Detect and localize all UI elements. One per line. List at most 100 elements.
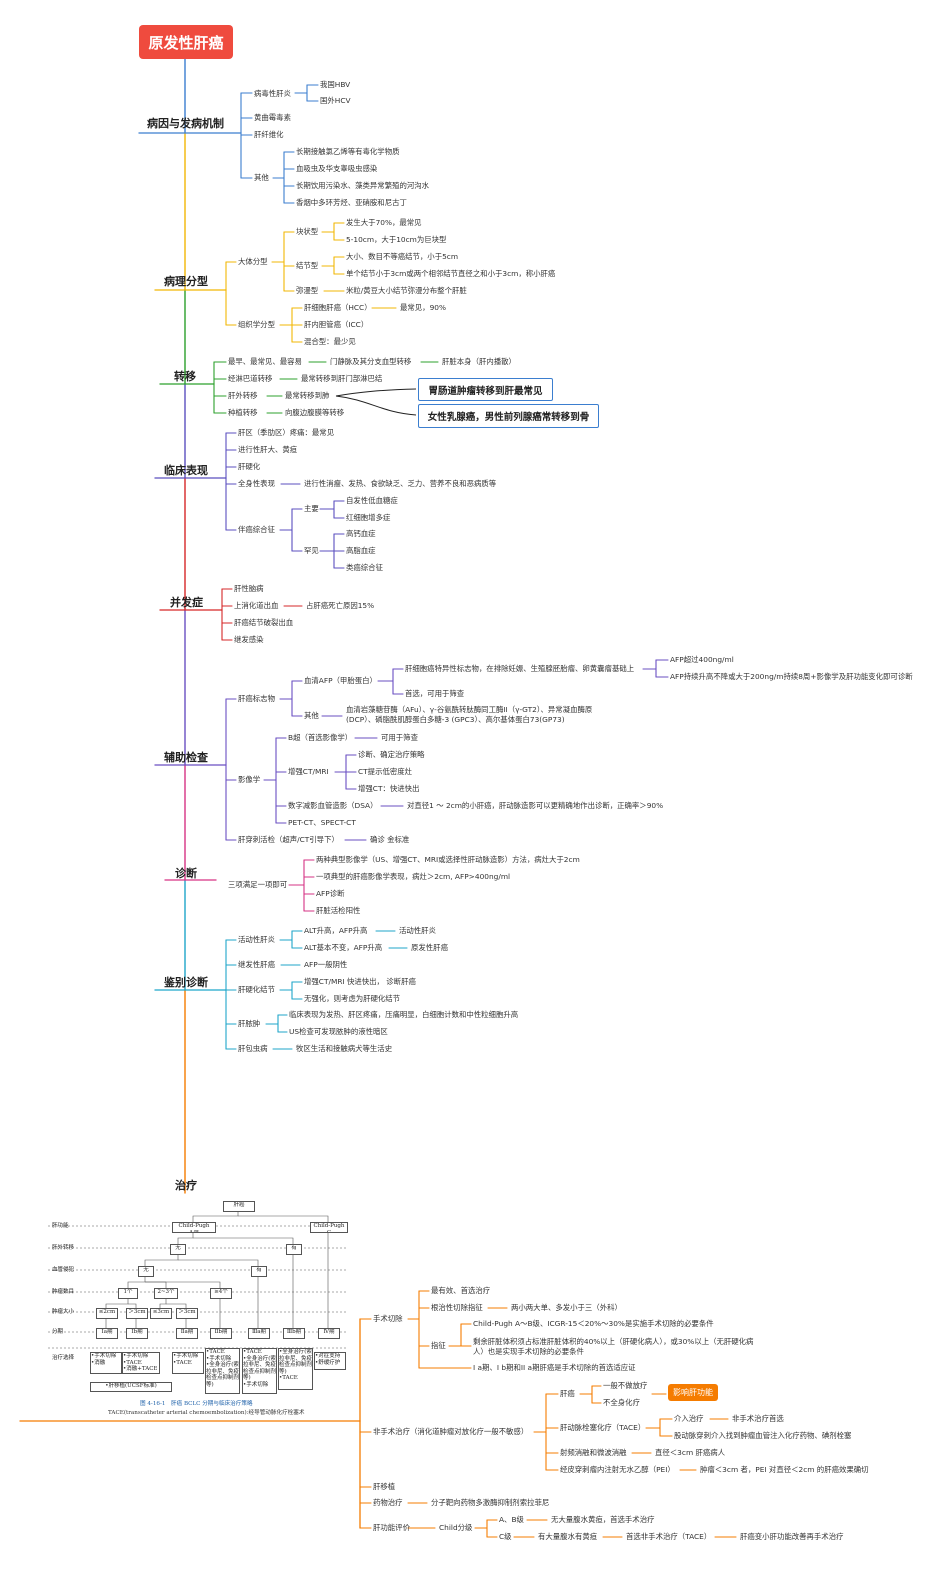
node-abscess1[interactable]: 临床表现为发热、肝区疼痛，压痛明显，白细胞计数和中性粒细胞升高 [289,1010,519,1019]
node-nod1[interactable]: 大小、数目不等癌结节，小于5cm [346,252,459,261]
node-rare3[interactable]: 类癌综合征 [346,563,383,572]
node-ct[interactable]: 增强CT/MRI [288,767,329,776]
node-hep1[interactable]: ALT升高，AFP升高 [304,926,368,935]
node-nonsurgical[interactable]: 非手术治疗（消化道肿瘤对放化疗一般不敏感） [373,1427,529,1436]
node-hep2[interactable]: ALT基本不变，AFP升高 [304,943,383,952]
node-secondary[interactable]: 继发性肝癌 [238,960,275,969]
node-afp2[interactable]: 首选，可用于筛查 [405,689,465,698]
node-afp1[interactable]: 肝细胞癌特异性标志物，在排除妊娠、生殖腺胚胎瘤、卵黄囊瘤基础上 [405,664,635,673]
node-ind2[interactable]: 剩余肝脏体积须占标准肝脏体积的40%以上（肝硬化病人），或30%以上（无肝硬化病… [473,1337,754,1356]
node-nodule2[interactable]: 无强化，则考虑为肝硬化结节 [304,994,401,1003]
node-meta-r2a[interactable]: 经淋巴道转移 [228,374,273,383]
node-meta-r1b[interactable]: 门静脉及其分支血型转移 [330,357,412,366]
topic-auxiliary[interactable]: 辅助检查 [164,751,208,764]
node-bus[interactable]: B超（首选影像学） [288,733,353,742]
node-main2[interactable]: 红细胞增多症 [346,513,391,522]
node-drug1[interactable]: 分子靶向药物多激酶抑制剂索拉菲尼 [431,1498,550,1507]
node-comp-p4[interactable]: 继发感染 [234,635,264,644]
node-rf1[interactable]: 直径＜3cm 肝癌病人 [655,1448,726,1457]
node-other-cause[interactable]: 其他 [254,173,269,182]
node-hcc[interactable]: 肝细胞肝癌（HCC） [304,303,372,312]
node-child-c1[interactable]: 有大量腹水有黄疸 [538,1532,598,1541]
node-nodule1[interactable]: 增强CT/MRI 快进快出， 诊断肝癌 [304,977,416,986]
node-icc[interactable]: 肝内胆管癌（ICC） [304,320,369,329]
node-child-ab[interactable]: A、B级 [499,1515,524,1524]
node-afp1b[interactable]: AFP持续升高不降或大于200ng/m持续8周+影像学及肝功能变化即可诊断 [670,672,913,681]
node-pei[interactable]: 经皮穿刺瘤内注射无水乙醇（PEI） [560,1465,675,1474]
node-diag-1[interactable]: 两种典型影像学（US、增强CT、MRI或选择性肝动脉造影）方法，病灶大于2cm [316,855,580,864]
node-paraneoplastic[interactable]: 伴癌综合征 [238,525,275,534]
node-marker[interactable]: 肝癌标志物 [238,694,275,703]
node-cirr-nodule[interactable]: 肝硬化结节 [238,985,275,994]
node-indication[interactable]: 指征 [431,1341,446,1350]
callout-bone-metastasis[interactable]: 女性乳腺癌，男性前列腺癌常转移到骨 [418,404,599,428]
node-clin-c1[interactable]: 肝区（季肋区）疼痛：最常见 [238,428,335,437]
node-abscess2[interactable]: US检查可发现脓肿的液性暗区 [289,1027,388,1036]
node-dsa1[interactable]: 对直径1 ～ 2cm的小肝癌，肝动脉造影可以更精确地作出诊断，正确率＞90% [407,801,664,810]
node-diag-2[interactable]: 一项典型的肝癌影像学表现，病灶＞2cm, AFP>400ng/ml [316,872,511,881]
node-tace2[interactable]: 股动脉穿刺介入找到肿瘤血管注入化疗药物、碘剂栓塞 [674,1431,852,1440]
node-pei1[interactable]: 肿瘤＜3cm 者，PEI 对直径＜2cm 的肝癌效果确切 [700,1465,869,1474]
node-drug[interactable]: 药物治疗 [373,1498,403,1507]
node-rt1[interactable]: 一般不做放疗 [603,1381,648,1390]
node-abscess[interactable]: 肝脓肿 [238,1019,261,1028]
node-comp-p3[interactable]: 肝癌结节破裂出血 [234,618,294,627]
node-meta-r3b[interactable]: 最常转移到肺 [285,391,330,400]
node-diff1[interactable]: 米粒/黄豆大小结节弥漫分布整个肝脏 [346,286,467,295]
node-rt[interactable]: 肝癌 [560,1389,575,1398]
node-other-marker-list[interactable]: 血清岩藻糖苷酶（AFu）、γ-谷氨酰转肽酶同工酶II（γ-GT2）、异常凝血酶原… [346,705,593,724]
topic-treatment[interactable]: 治疗 [175,1179,197,1192]
node-main1[interactable]: 自发性低血糖症 [346,496,398,505]
node-afp[interactable]: 血清AFP（甲胎蛋白） [304,676,377,685]
node-cause-o1[interactable]: 长期接触氯乙烯等有毒化学物质 [296,147,400,156]
node-meta-r1c[interactable]: 肝脏本身（肝内播散） [442,357,516,366]
root-node[interactable]: 原发性肝癌 [139,25,233,59]
node-ind3[interactable]: I a期、I b期和II a期肝癌是手术切除的首选适应证 [473,1363,636,1372]
topic-pathology[interactable]: 病理分型 [164,275,208,288]
topic-differential[interactable]: 鉴别诊断 [164,976,208,989]
node-meta-r4a[interactable]: 种植转移 [228,408,258,417]
node-virus[interactable]: 病毒性肝炎 [254,89,291,98]
node-bus1[interactable]: 可用于筛查 [381,733,418,742]
node-pet[interactable]: PET-CT、SPECT-CT [288,818,356,827]
node-tace1a[interactable]: 非手术治疗首选 [732,1414,784,1423]
node-main[interactable]: 主要 [304,504,319,513]
node-diag-3[interactable]: AFP诊断 [316,889,345,898]
node-histology[interactable]: 组织学分型 [238,320,275,329]
node-hcv[interactable]: 国外HCV [320,96,351,105]
node-meta-r3a[interactable]: 肝外转移 [228,391,258,400]
node-rf[interactable]: 射频消融和微波消融 [560,1448,627,1457]
node-meta-r4b[interactable]: 向腹边腹膜等转移 [285,408,345,417]
node-tace1[interactable]: 介入治疗 [674,1414,704,1423]
node-rt2[interactable]: 不全身化疗 [603,1398,640,1407]
node-hcc1[interactable]: 最常见，90% [400,303,446,312]
node-nodular[interactable]: 结节型 [296,261,319,270]
node-nod2[interactable]: 单个结节小于3cm或两个相邻结节直径之和小于3cm，称小肝癌 [346,269,556,278]
node-hep2a[interactable]: 原发性肝癌 [411,943,448,952]
node-comp-p2a[interactable]: 占肝癌死亡原因15% [306,601,375,610]
node-mass[interactable]: 块状型 [296,227,319,236]
node-rare2[interactable]: 高脂血症 [346,546,376,555]
node-tace[interactable]: 肝动脉栓塞化疗（TACE） [560,1423,646,1432]
node-child-c3[interactable]: 肝癌变小肝功能改善再手术治疗 [740,1532,844,1541]
node-clin-c3[interactable]: 肝硬化 [238,462,261,471]
badge-liver-function[interactable]: 影响肝功能 [668,1384,718,1401]
node-clin-c4a[interactable]: 进行性消瘦、发热、食欲缺乏、乏力、营养不良和恶病质等 [304,479,497,488]
node-meta-r2b[interactable]: 最常转移到肝门部淋巴结 [301,374,383,383]
node-surgery[interactable]: 手术切除 [373,1314,403,1323]
topic-complication[interactable]: 并发症 [170,596,203,609]
node-child-c2[interactable]: 首选非手术治疗（TACE） [626,1532,712,1541]
node-other-marker[interactable]: 其他 [304,711,319,720]
node-liver-eval[interactable]: 肝功能评价 [373,1523,410,1532]
topic-diagnosis[interactable]: 诊断 [175,867,197,880]
node-secondary1[interactable]: AFP一般阴性 [304,960,348,969]
node-imaging[interactable]: 影像学 [238,775,261,784]
node-ct1[interactable]: 诊断、确定治疗策略 [358,750,425,759]
node-child-c[interactable]: C级 [499,1532,512,1541]
node-clin-c4[interactable]: 全身性表现 [238,479,275,488]
node-mixed[interactable]: 混合型：最少见 [304,337,356,346]
node-child-ab1[interactable]: 无大量腹水黄疸，首选手术治疗 [551,1515,655,1524]
node-comp-p1[interactable]: 肝性脑病 [234,584,264,593]
node-hep1a[interactable]: 活动性肝炎 [399,926,436,935]
node-hydatid[interactable]: 肝包虫病 [238,1044,268,1053]
